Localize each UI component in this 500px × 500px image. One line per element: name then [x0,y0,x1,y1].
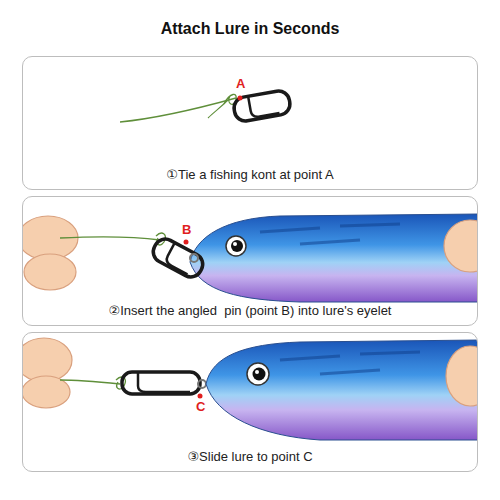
step-panel: ③Slide lure to point C [22,332,478,472]
step-caption: ①Tie a fishing kont at point A [29,167,471,182]
panel-1-art [120,89,292,122]
panel-2-art [23,214,477,302]
point-letter: B [182,222,191,237]
panel-3-art [23,338,477,440]
title: Attach Lure in Seconds [0,20,500,38]
point-letter: C [196,399,205,414]
point-letter: A [236,76,245,91]
step-caption: ③Slide lure to point C [29,449,471,464]
step-panel: ②Insert the angled pin (point B) into lu… [22,196,478,326]
step-panel: ①Tie a fishing kont at point A [22,56,478,190]
step-caption: ②Insert the angled pin (point B) into lu… [29,303,471,318]
